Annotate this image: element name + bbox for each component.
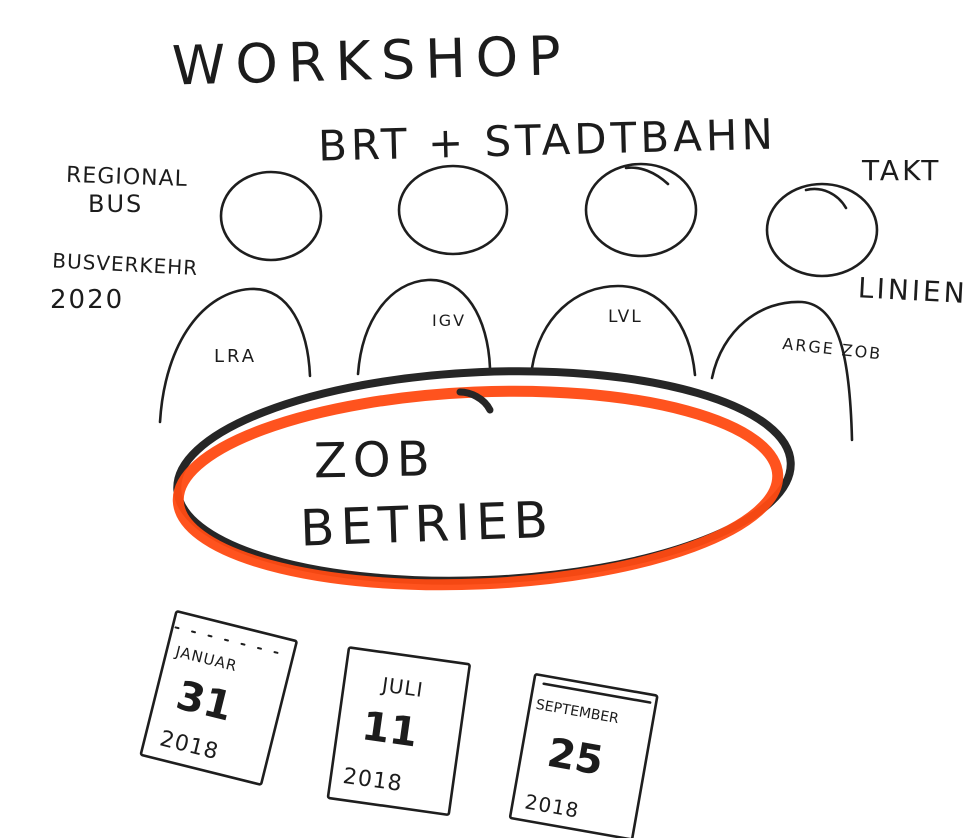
participant-label-lvl: LVL xyxy=(608,307,643,327)
participant-head-detail xyxy=(804,187,848,210)
calendar-day: 11 xyxy=(359,703,421,756)
participant-body xyxy=(356,278,492,376)
participant-head xyxy=(584,162,698,258)
calendar-month: JULI xyxy=(379,672,425,702)
participant-head-detail xyxy=(624,166,670,186)
participant-body xyxy=(710,300,854,442)
participant-figure-lvl: LVL xyxy=(530,162,698,377)
label-takt: TAKT xyxy=(861,154,941,187)
participant-label-arge-zob: ARGE ZOB xyxy=(782,334,884,363)
zob-betrieb-oval xyxy=(172,367,795,591)
participant-figure-lra: LRA xyxy=(158,170,323,424)
calendar-sheet-july: JULI 11 2018 xyxy=(326,646,471,816)
participant-label-lra: LRA xyxy=(214,346,257,367)
label-2020: 2020 xyxy=(50,285,124,315)
workshop-title: WORKSHOP xyxy=(171,24,571,97)
participant-figure-arge-zob: ARGE ZOB xyxy=(710,182,884,442)
calendar-day: 31 xyxy=(172,673,237,731)
participant-head xyxy=(219,170,323,262)
participant-head xyxy=(765,182,879,278)
calendar-day: 25 xyxy=(544,730,607,785)
calendar-year: 2018 xyxy=(157,726,221,765)
calendar-frame xyxy=(326,646,471,816)
calendar-frame xyxy=(139,610,298,786)
participant-label-igv: IGV xyxy=(432,311,466,330)
calendar-month: SEPTEMBER xyxy=(535,697,621,727)
calendar-frame xyxy=(508,673,659,838)
participant-figure-igv: IGV xyxy=(356,164,509,376)
label-regional: REGIONAL xyxy=(66,163,189,192)
participant-body xyxy=(530,284,697,377)
calendar-year: 2018 xyxy=(341,764,404,797)
calendar-month: JANUAR xyxy=(173,642,240,675)
center-label-zob: ZOB xyxy=(314,431,437,489)
label-busverkehr: BUSVERKEHR xyxy=(52,248,199,280)
calendar-binding xyxy=(542,682,652,704)
calendar-year: 2018 xyxy=(523,789,581,822)
calendar-sheet-january: JANUAR 31 2018 xyxy=(139,610,298,786)
participant-body xyxy=(158,287,312,424)
calendar-binding xyxy=(174,626,292,657)
label-bus: BUS xyxy=(88,190,143,218)
center-label-betrieb: BETRIEB xyxy=(299,491,555,558)
calendar-sheet-september: SEPTEMBER 25 2018 xyxy=(508,673,659,838)
label-linien: LINIEN xyxy=(857,271,968,310)
participant-head xyxy=(397,164,509,256)
workshop-subtitle: BRT + STADTBAHN xyxy=(317,110,777,171)
